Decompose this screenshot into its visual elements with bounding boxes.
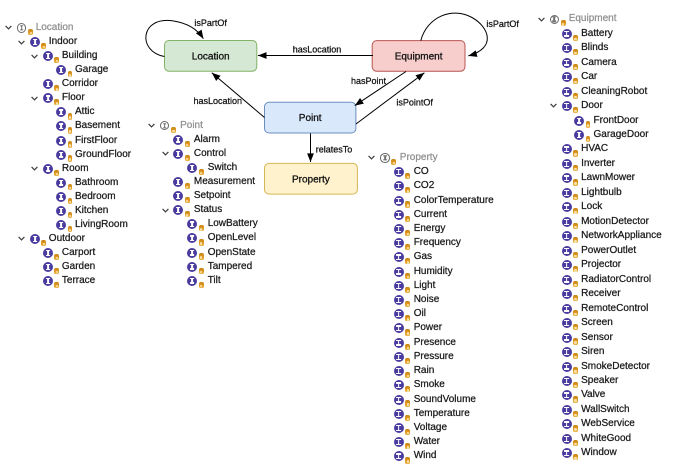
- svg-text:isPartOf: isPartOf: [486, 19, 519, 29]
- svg-text:Point: Point: [299, 113, 322, 124]
- svg-text:hasLocation: hasLocation: [293, 44, 342, 54]
- svg-text:hasPoint: hasPoint: [351, 76, 387, 86]
- svg-text:isPointOf: isPointOf: [396, 98, 433, 108]
- svg-text:Equipment: Equipment: [395, 52, 443, 63]
- svg-text:isPartOf: isPartOf: [194, 18, 227, 28]
- svg-text:Location: Location: [192, 52, 230, 63]
- svg-text:hasLocation: hasLocation: [194, 96, 243, 106]
- svg-text:relatesTo: relatesTo: [316, 145, 353, 155]
- svg-text:Property: Property: [292, 174, 330, 185]
